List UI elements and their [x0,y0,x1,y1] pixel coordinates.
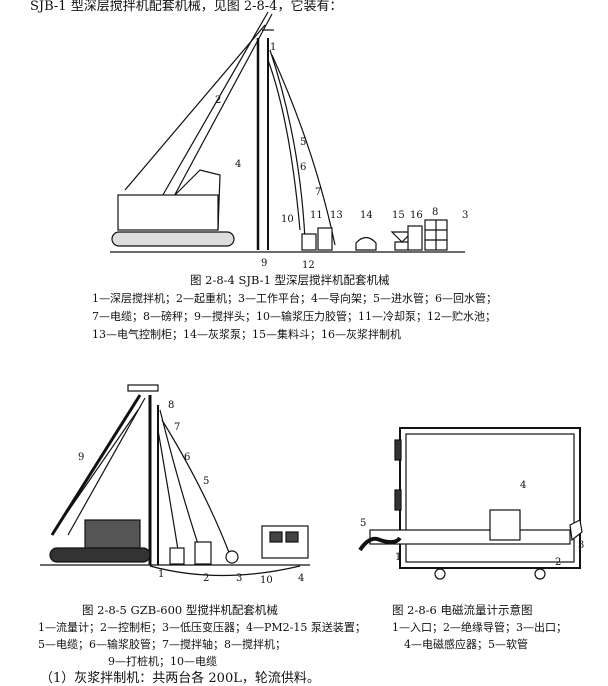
fig285-label-4: 4 [298,573,304,584]
figure-2-8-4-drawing: 1 2 3 4 5 6 7 8 9 10 11 12 13 14 15 16 [110,11,468,270]
fig284-label-9: 9 [261,258,267,269]
fig285-legend-line1: 1—流量计；2—控制柜；3—低压变压器；4—PM2-15 泵送装置； [38,621,366,634]
fig286-label-5: 5 [360,518,366,529]
fig284-legend-line3: 13—电气控制柜；14—灰浆泵；15—集料斗；16—灰浆拌制机 [92,328,401,341]
fig284-caption: 图 2-8-4 SJB-1 型深层搅拌机配套机械 [190,273,390,287]
fig286-label-3: 3 [578,540,584,551]
fig286-label-1: 1 [395,552,401,563]
fig284-label-5: 5 [300,137,306,148]
fig286-legend-line1: 1—入口；2—绝缘导管；3—出口； [392,621,567,634]
fig284-label-6: 6 [300,162,306,173]
fig284-label-16: 16 [410,210,423,221]
fig285-label-3: 3 [236,573,242,584]
fig286-label-4: 4 [520,480,526,491]
fig285-legend-line2: 5—电缆；6—输浆胶管；7—搅拌轴；8—搅拌机； [38,638,286,651]
fig284-label-7: 7 [315,187,321,198]
fig284-label-11: 11 [310,210,323,221]
fig285-label-10: 10 [260,575,273,586]
fig285-label-1: 1 [158,569,164,580]
fig284-legend-line1: 1—深层搅拌机；2—起重机；3—工作平台；4—导向架；5—进水管；6—回水管； [92,292,497,305]
fig284-label-1: 1 [270,42,276,53]
body-text-item-1: （1）灰浆拌制机：共两台各 200L，轮流供料。 [40,671,320,686]
fig284-label-8: 8 [432,207,438,218]
fig286-caption: 图 2-8-6 电磁流量计示意图 [392,603,533,617]
fig285-label-5: 5 [203,476,209,487]
intro-text: SJB-1 型深层搅拌机配套机械，见图 2-8-4，它装有： [30,0,343,14]
fig285-label-7: 7 [174,422,180,433]
figure-2-8-5-drawing: 1 2 3 4 5 6 7 8 9 10 [40,384,310,586]
figure-2-8-6-drawing: 1 2 3 4 5 [358,427,584,580]
fig284-label-10: 10 [281,214,294,225]
fig285-label-9: 9 [78,452,84,463]
fig284-label-12: 12 [302,260,315,270]
fig285-label-2: 2 [203,573,209,584]
fig284-label-3: 3 [462,210,468,221]
fig286-legend-line2: 4—电磁感应器；5—软管 [404,638,528,651]
fig285-label-6: 6 [184,452,190,463]
fig284-label-4: 4 [235,159,241,170]
fig285-legend-line3: 9—打桩机；10—电缆 [108,655,217,668]
fig284-label-14: 14 [360,210,373,221]
fig284-label-15: 15 [392,210,405,221]
fig285-label-8: 8 [168,400,174,411]
fig286-label-2: 2 [555,557,561,568]
fig285-caption: 图 2-8-5 GZB-600 型搅拌机配套机械 [82,603,278,617]
fig284-legend-line2: 7—电缆；8—磅秤；9—搅拌头；10—输浆压力胶管；11—冷却泵；12—贮水池； [92,310,496,323]
fig284-label-2: 2 [215,95,221,106]
fig284-label-13: 13 [330,210,343,221]
